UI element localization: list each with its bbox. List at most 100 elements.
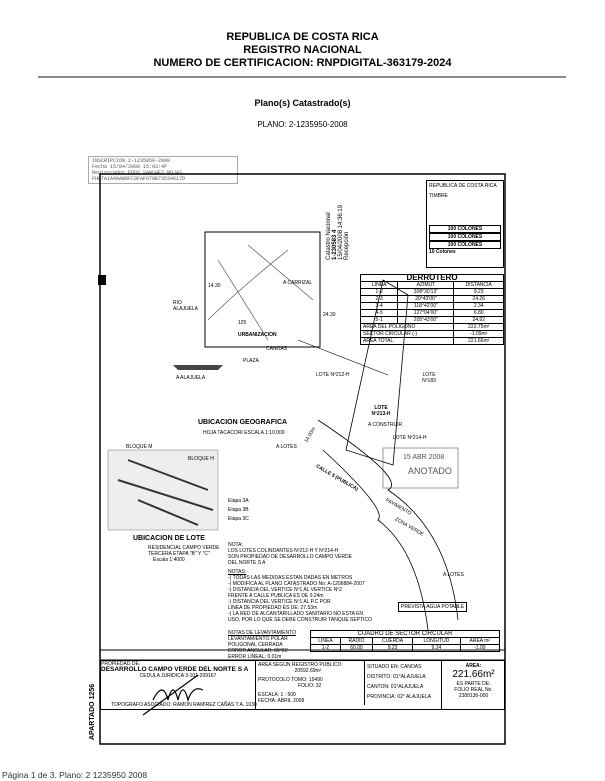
cell: 20°43'00" bbox=[397, 295, 455, 303]
nota-line: DEL NORTE S A bbox=[228, 560, 266, 566]
lot-bloque-h: BLOQUE H bbox=[188, 456, 214, 462]
col-header: DISTANCIA bbox=[453, 281, 504, 289]
dim-1: 14.30 bbox=[208, 283, 221, 289]
col-header: RADIO bbox=[339, 637, 373, 645]
area-reg: 20592.69m² bbox=[294, 668, 322, 674]
cell: 24.26 bbox=[453, 295, 504, 303]
fecha: FECHA: ABRIL 2008 bbox=[258, 698, 305, 704]
cell: 9.23 bbox=[371, 644, 414, 652]
owner-cedula: CEDULA JURIDICA 3-101-209167 bbox=[139, 673, 217, 679]
map-plaza: PLAZA bbox=[243, 358, 259, 364]
cell: 24.92 bbox=[453, 316, 504, 324]
lev-line: ERROR ANGULAR: 00°01' bbox=[228, 648, 289, 654]
protocolo: PROTOCOLO bbox=[258, 677, 290, 683]
folio: FOLIO: 32 bbox=[298, 683, 322, 689]
derrotero-title: DERROTERO bbox=[360, 274, 504, 282]
note-item: -) TODAS LAS MEDIDAS ESTAN DADAS EN METR… bbox=[228, 575, 353, 581]
area-total-label: AREA TOTAL bbox=[359, 337, 455, 345]
lot-etapa-3a: Etapa 3A bbox=[228, 498, 249, 504]
sector-table-title: CUADRO DE SECTOR CIRCULAR bbox=[310, 630, 500, 638]
map-urbanizacion: URBANIZACION bbox=[238, 332, 277, 338]
cell: 308°30'13" bbox=[397, 288, 455, 296]
topografo: TOPOGRAFO ASOCIADO: RAMON RAMIREZ CAÑAS … bbox=[111, 702, 257, 708]
cell: 2.34 bbox=[453, 302, 504, 310]
label-lote-212: LOTE Nº212-H bbox=[316, 372, 350, 378]
parte-de: ES PARTE DE: bbox=[456, 681, 491, 687]
lot-map-title: UBICACION DE LOTE bbox=[133, 535, 205, 542]
lev-line: ERROR LINEAL: 0.01m bbox=[228, 654, 282, 660]
folio-real-number: 2388136-000 bbox=[458, 693, 489, 699]
title-block: PROPIEDAD DE: DESARROLLO CAMPO VERDE DEL… bbox=[100, 660, 505, 710]
cell: 9.24 bbox=[412, 644, 461, 652]
reception-line4: Recepción bbox=[344, 231, 350, 260]
received-stamp-date: 15 ABR 2008 bbox=[403, 454, 445, 461]
cell: 1-2 bbox=[359, 288, 399, 296]
col-header: LONGITUD bbox=[412, 637, 461, 645]
map-canoas: CANOAS bbox=[266, 346, 288, 352]
notas-title: NOTAS: bbox=[228, 569, 247, 575]
section-title: Plano(s) Catastrado(s) bbox=[254, 98, 351, 108]
location-map-title: UBICACION GEOGRAFICA bbox=[198, 419, 288, 426]
map-rio: RIO ALAJUELA bbox=[173, 300, 199, 312]
sector-label: SECTOR CIRCULAR (-) bbox=[359, 330, 455, 338]
note-item: FRENTE A CALLE PUBLICA ES DE 9.24m bbox=[228, 593, 324, 599]
dim-2: 24.30 bbox=[323, 312, 336, 318]
inscription-hash: FHOTA1A4AAB8FC9FAF978B73534617D bbox=[92, 176, 186, 182]
map-carrizal: A CARRIZAL bbox=[283, 280, 313, 286]
cell: 3-4 bbox=[359, 302, 399, 310]
label-construir: A CONSTRUIR bbox=[368, 422, 403, 428]
note-item: -) LA RED DE ALCANTARILLADO SANITARIO NO… bbox=[228, 611, 364, 617]
note-item: -) MODIFICA AL PLANO CATASTRADO No: A-12… bbox=[228, 581, 365, 587]
note-item: USO, POR LO QUE SE DEBE CONSTRUIR TANQUE… bbox=[228, 617, 373, 623]
cell: 205°43'00" bbox=[397, 316, 455, 324]
label-lote-214: LOTE Nº214-H bbox=[393, 435, 427, 441]
distrito: DISTRITO: 01°ALAJUELA bbox=[367, 674, 426, 680]
label-lote-183: LOTE Nº183 bbox=[422, 372, 436, 384]
lot-etapa-3b: Etapa 3B bbox=[228, 507, 249, 513]
plano-label: PLANO: 2-1235950-2008 bbox=[257, 120, 348, 129]
provincia: PROVINCIA: 02° ALAJUELA bbox=[367, 694, 431, 700]
map-road: 125 bbox=[238, 320, 247, 326]
location-map-sheet: HOJA TACACORI ESCALA 1:10.000 bbox=[203, 430, 285, 436]
header-line3: NUMERO DE CERTIFICACION: RNPDIGITAL-3631… bbox=[153, 57, 452, 69]
stamp-timbre: TIMBRE bbox=[429, 193, 448, 199]
col-header: CUERDA bbox=[371, 637, 414, 645]
cell: 60.00 bbox=[339, 644, 373, 652]
area-poligono: 222.75m² bbox=[453, 323, 504, 331]
cell: 1-2 bbox=[310, 644, 341, 652]
cell: 127°04'00" bbox=[397, 309, 455, 317]
notes-block: NOTA: LOS LOTES COLINDANTES Nº212-H Y Nº… bbox=[228, 542, 372, 623]
cell: -1.09 bbox=[459, 644, 501, 652]
divider bbox=[38, 76, 566, 78]
lev-line: LEVANTAMIENTO POLAR bbox=[228, 636, 288, 642]
lot-map-sub2: TERCERA ETAPA "B" Y "C" bbox=[148, 551, 210, 557]
cell: 4-5 bbox=[359, 309, 399, 317]
stamp-republic: REPUBLICA DE COSTA RICA bbox=[429, 183, 497, 189]
cell: 6.80 bbox=[453, 309, 504, 317]
legend-agua-potable: PREVISTA AGUA POTABLE bbox=[398, 602, 468, 612]
reception-stamp: Catastro Nacional 1-230583 4 15/04/2008 … bbox=[326, 205, 350, 260]
header-line2: REGISTRO NACIONAL bbox=[243, 44, 362, 56]
stamp-100-2: 100 COLONES bbox=[429, 233, 501, 241]
col-header: LINEA bbox=[359, 281, 399, 289]
inscription-box: INSCRIPCION 2-1235950-2008 Fecha 15/04/2… bbox=[88, 156, 238, 184]
map-alajuela: A ALAJUELA bbox=[176, 375, 206, 381]
col-header: AREA m² bbox=[459, 637, 501, 645]
label-lote-213: LOTE Nº213-H bbox=[371, 405, 391, 417]
lot-map-scale: Escala 1:4000 bbox=[153, 557, 185, 563]
situado: SITUADO EN: CANOAS bbox=[367, 664, 422, 670]
col-header: AZIMUT bbox=[397, 281, 455, 289]
area-value: 221.66m² bbox=[452, 669, 495, 680]
canton: CANTON: 01°ALAJUELA bbox=[367, 684, 424, 690]
area-poligono-label: AREA DEL POLIGONO bbox=[359, 323, 455, 331]
page-footer: Página 1 de 3. Plano: 2 1235950 2008 bbox=[2, 770, 148, 780]
lot-etapa-3c: Etapa 3C bbox=[228, 516, 249, 522]
stamp-100-1: 100 COLONES bbox=[429, 225, 501, 233]
area-reg-label: AREA SEGUN REGISTRO PUBLICO: bbox=[258, 662, 343, 668]
lot-bloque-m: BLOQUE M bbox=[126, 444, 153, 450]
